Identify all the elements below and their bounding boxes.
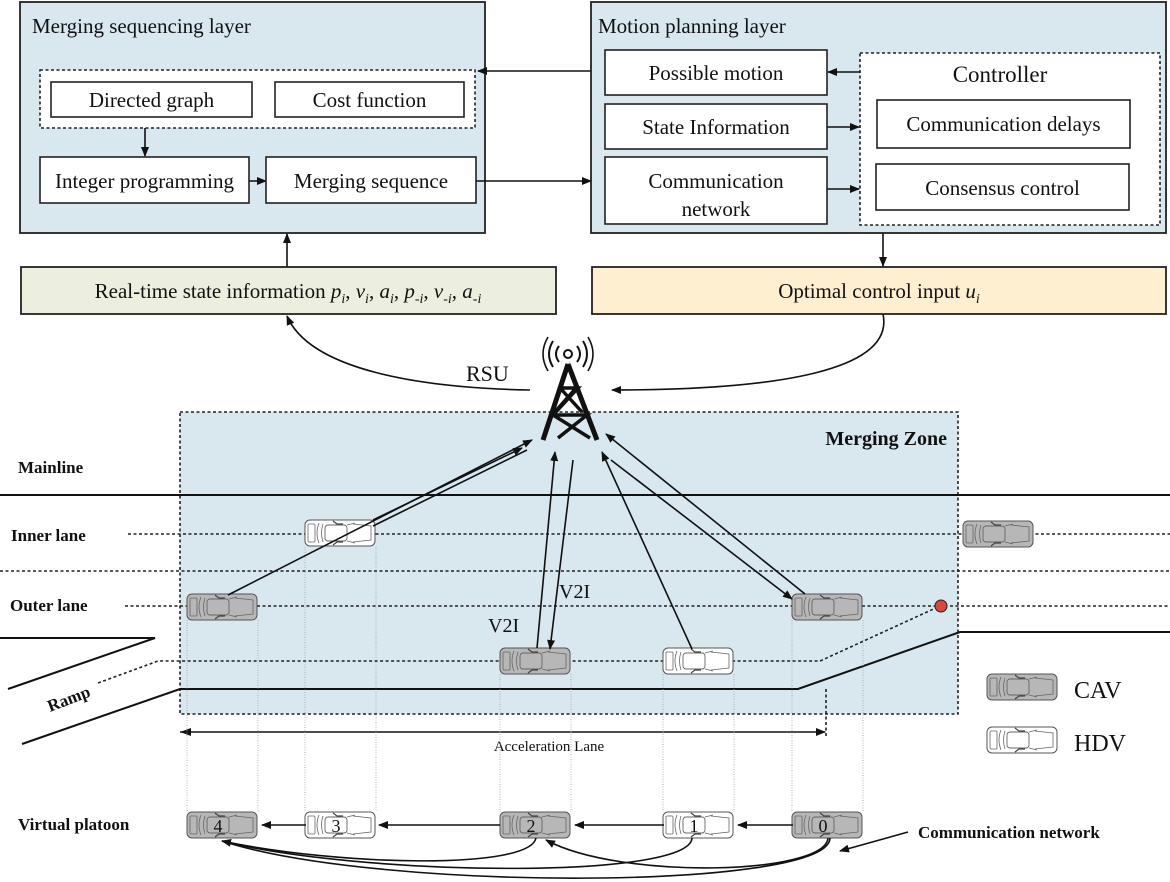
control-input-text: Optimal control input (778, 279, 965, 303)
merging-sequence-label: Merging sequence (294, 169, 448, 193)
integer-programming-box[interactable] (39, 156, 250, 204)
motion-planning-layer: Motion planning layer Possible motion St… (590, 1, 1167, 234)
possible-motion-label: Possible motion (649, 61, 784, 85)
legend-cav-icon (986, 673, 1058, 701)
link-0-to-2-curve (545, 837, 829, 869)
projection-lines (186, 547, 864, 812)
v2i-label-2: V2I (559, 581, 590, 603)
var-p0: p (329, 279, 342, 303)
cav-ramp (499, 647, 571, 675)
controller-title: Controller (953, 62, 1048, 87)
cost-function-box[interactable] (274, 81, 465, 118)
platoon-links (221, 821, 831, 879)
communication-network-label-2: network (682, 197, 751, 221)
var-subscript: -i (415, 292, 424, 307)
var-subscript: i (390, 292, 394, 307)
legend-hdv-label: HDV (1074, 731, 1127, 757)
outer-lane-label: Outer lane (10, 596, 88, 615)
var-separator: , (394, 279, 405, 303)
merging-zone-title: Merging Zone (825, 428, 947, 450)
var-separator: , (369, 279, 380, 303)
acceleration-lane-label: Acceleration Lane (494, 739, 605, 755)
var-separator: , (423, 279, 434, 303)
var-subscript: i (365, 292, 369, 307)
merge-point (934, 599, 948, 613)
ramp-label: Ramp (45, 682, 93, 716)
legend: CAV HDV (986, 673, 1127, 757)
accel-arrow-left-head (180, 728, 191, 736)
merging-sequencing-layer: Merging sequencing layer Directed graph … (19, 1, 486, 234)
link-1-to-4-curve (221, 837, 693, 870)
var-u0: u (965, 279, 976, 303)
ramp-lower-edge (21, 631, 1170, 745)
var-a2: a (379, 279, 390, 303)
communication-network-label: Communication network (918, 823, 1100, 842)
platoon-vehicle-id: 0 (819, 816, 828, 836)
hdv-inner-lane (304, 519, 376, 547)
rsu-tower-icon (540, 336, 600, 441)
merging-sequence-box[interactable] (265, 156, 477, 204)
cav-outside-zone (962, 520, 1034, 548)
communication-network-label-1: Communication (648, 169, 784, 193)
integer-programming-label: Integer programming (55, 169, 235, 193)
cav-outer-lane (186, 593, 258, 621)
state-info-text: Real-time state information (95, 279, 331, 303)
directed-graph-label: Directed graph (89, 88, 215, 112)
consensus-control-box[interactable] (875, 163, 1130, 211)
communication-delays-label: Communication delays (906, 112, 1100, 136)
arrow-control-input-to-rsu (611, 313, 885, 394)
motion-layer-title: Motion planning layer (598, 14, 786, 38)
cav-outer-lane-front (791, 593, 863, 621)
platoon-vehicle-id: 2 (527, 816, 536, 836)
v2i-links (227, 433, 806, 650)
real-time-state-info-label: Real-time state information pi, vi, ai, … (95, 279, 482, 307)
hdv-ramp (662, 647, 734, 675)
consensus-control-label: Consensus control (925, 176, 1080, 200)
directed-graph-box[interactable] (50, 81, 253, 118)
var-subscript: i (976, 292, 980, 307)
legend-cav-label: CAV (1074, 678, 1122, 704)
optimal-control-input-label: Optimal control input ui (778, 279, 980, 307)
virtual-platoon-label: Virtual platoon (18, 815, 130, 834)
var-separator: , (452, 279, 463, 303)
virtual-platoon: 4 3 2 1 0 (186, 811, 863, 839)
platoon-vehicle-id: 4 (214, 816, 223, 836)
var-v1: v (356, 279, 366, 303)
arrow-rsu-to-state-info (286, 315, 531, 391)
var-subscript: -i (443, 292, 452, 307)
var-p3: p (402, 279, 415, 303)
real-time-state-info-box[interactable] (20, 266, 557, 315)
link-0-to-4-curve (221, 837, 831, 879)
var-separator: , (345, 279, 356, 303)
merging-layer-title: Merging sequencing layer (32, 14, 251, 38)
ramp-upper-edge (0, 637, 156, 690)
communication-network-box[interactable] (604, 156, 828, 225)
platoon-vehicle-id: 1 (690, 816, 699, 836)
rsu-label: RSU (466, 361, 509, 386)
optimal-control-input-box[interactable] (591, 266, 1167, 315)
communication-network-pointer (839, 831, 909, 853)
state-information-box[interactable] (604, 103, 828, 150)
var-subscript: i (341, 292, 345, 307)
var-subscript: -i (473, 292, 482, 307)
state-information-label: State Information (642, 115, 790, 139)
v2i-label-1: V2I (488, 615, 519, 637)
cost-function-label: Cost function (313, 88, 427, 112)
var-a5: a (462, 279, 473, 303)
var-v4: v (434, 279, 444, 303)
mainline-label: Mainline (18, 458, 84, 477)
platoon-vehicle-id: 3 (332, 816, 341, 836)
communication-delays-box[interactable] (876, 99, 1131, 149)
legend-hdv-icon (986, 726, 1058, 754)
inner-lane-label: Inner lane (11, 526, 86, 545)
link-2-to-4-curve (221, 837, 537, 862)
